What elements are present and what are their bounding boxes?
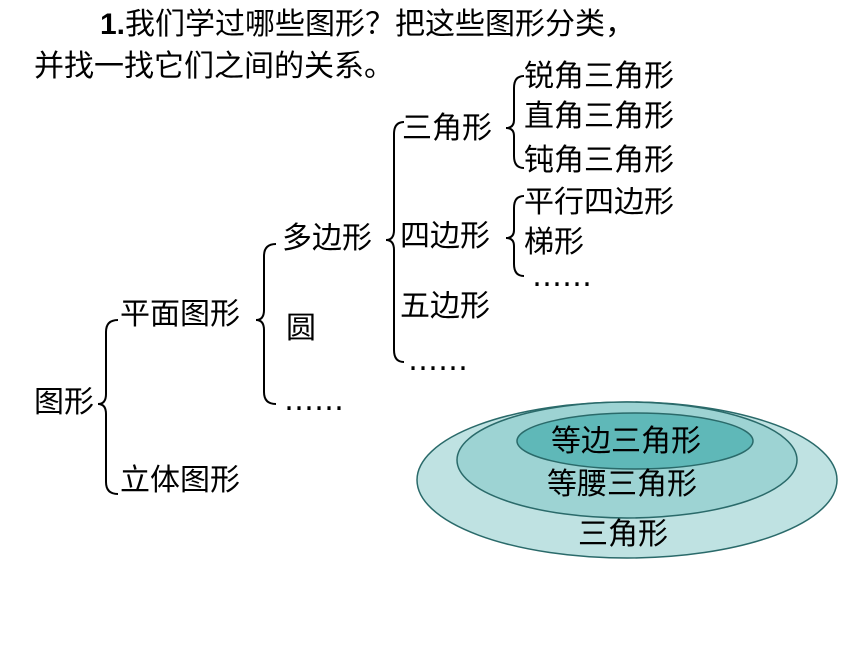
question-text-1: 我们学过哪些图形？把这些图形分类， <box>125 7 636 42</box>
right-triangle-label: 直角三角形 <box>524 99 674 134</box>
acute-triangle-label: 锐角三角形 <box>524 59 674 94</box>
plane-more-label: …… <box>284 383 344 418</box>
plane-bracket <box>255 243 277 405</box>
plane-figure-label: 平面图形 <box>120 297 240 332</box>
quad-bracket <box>505 195 525 277</box>
triangle-bracket <box>505 75 525 169</box>
inner-ellipse <box>516 412 754 470</box>
circle-label: 圆 <box>286 311 316 346</box>
question-number: 1. <box>100 8 126 41</box>
inner-ellipse-label: 等边三角形 <box>551 424 701 459</box>
trapezoid-label: 梯形 <box>524 225 584 260</box>
root-bracket <box>97 319 119 495</box>
root-label: 图形 <box>34 385 94 420</box>
obtuse-triangle-label: 钝角三角形 <box>524 143 674 178</box>
parallelogram-label: 平行四边形 <box>524 185 674 220</box>
question-line-1: 1.我们学过哪些图形？把这些图形分类， <box>100 10 635 40</box>
quadrilateral-label: 四边形 <box>400 219 490 254</box>
triangle-label: 三角形 <box>402 111 492 146</box>
polygon-more-label: …… <box>408 343 468 378</box>
pentagon-label: 五边形 <box>400 289 490 324</box>
quad-more-label: …… <box>532 259 592 294</box>
question-line-2: 并找一找它们之间的关系。 <box>34 49 394 84</box>
polygon-bracket <box>385 121 405 363</box>
middle-ellipse-label: 等腰三角形 <box>547 467 697 502</box>
outer-ellipse-label: 三角形 <box>578 517 668 552</box>
solid-figure-label: 立体图形 <box>120 463 240 498</box>
polygon-label: 多边形 <box>282 221 372 256</box>
